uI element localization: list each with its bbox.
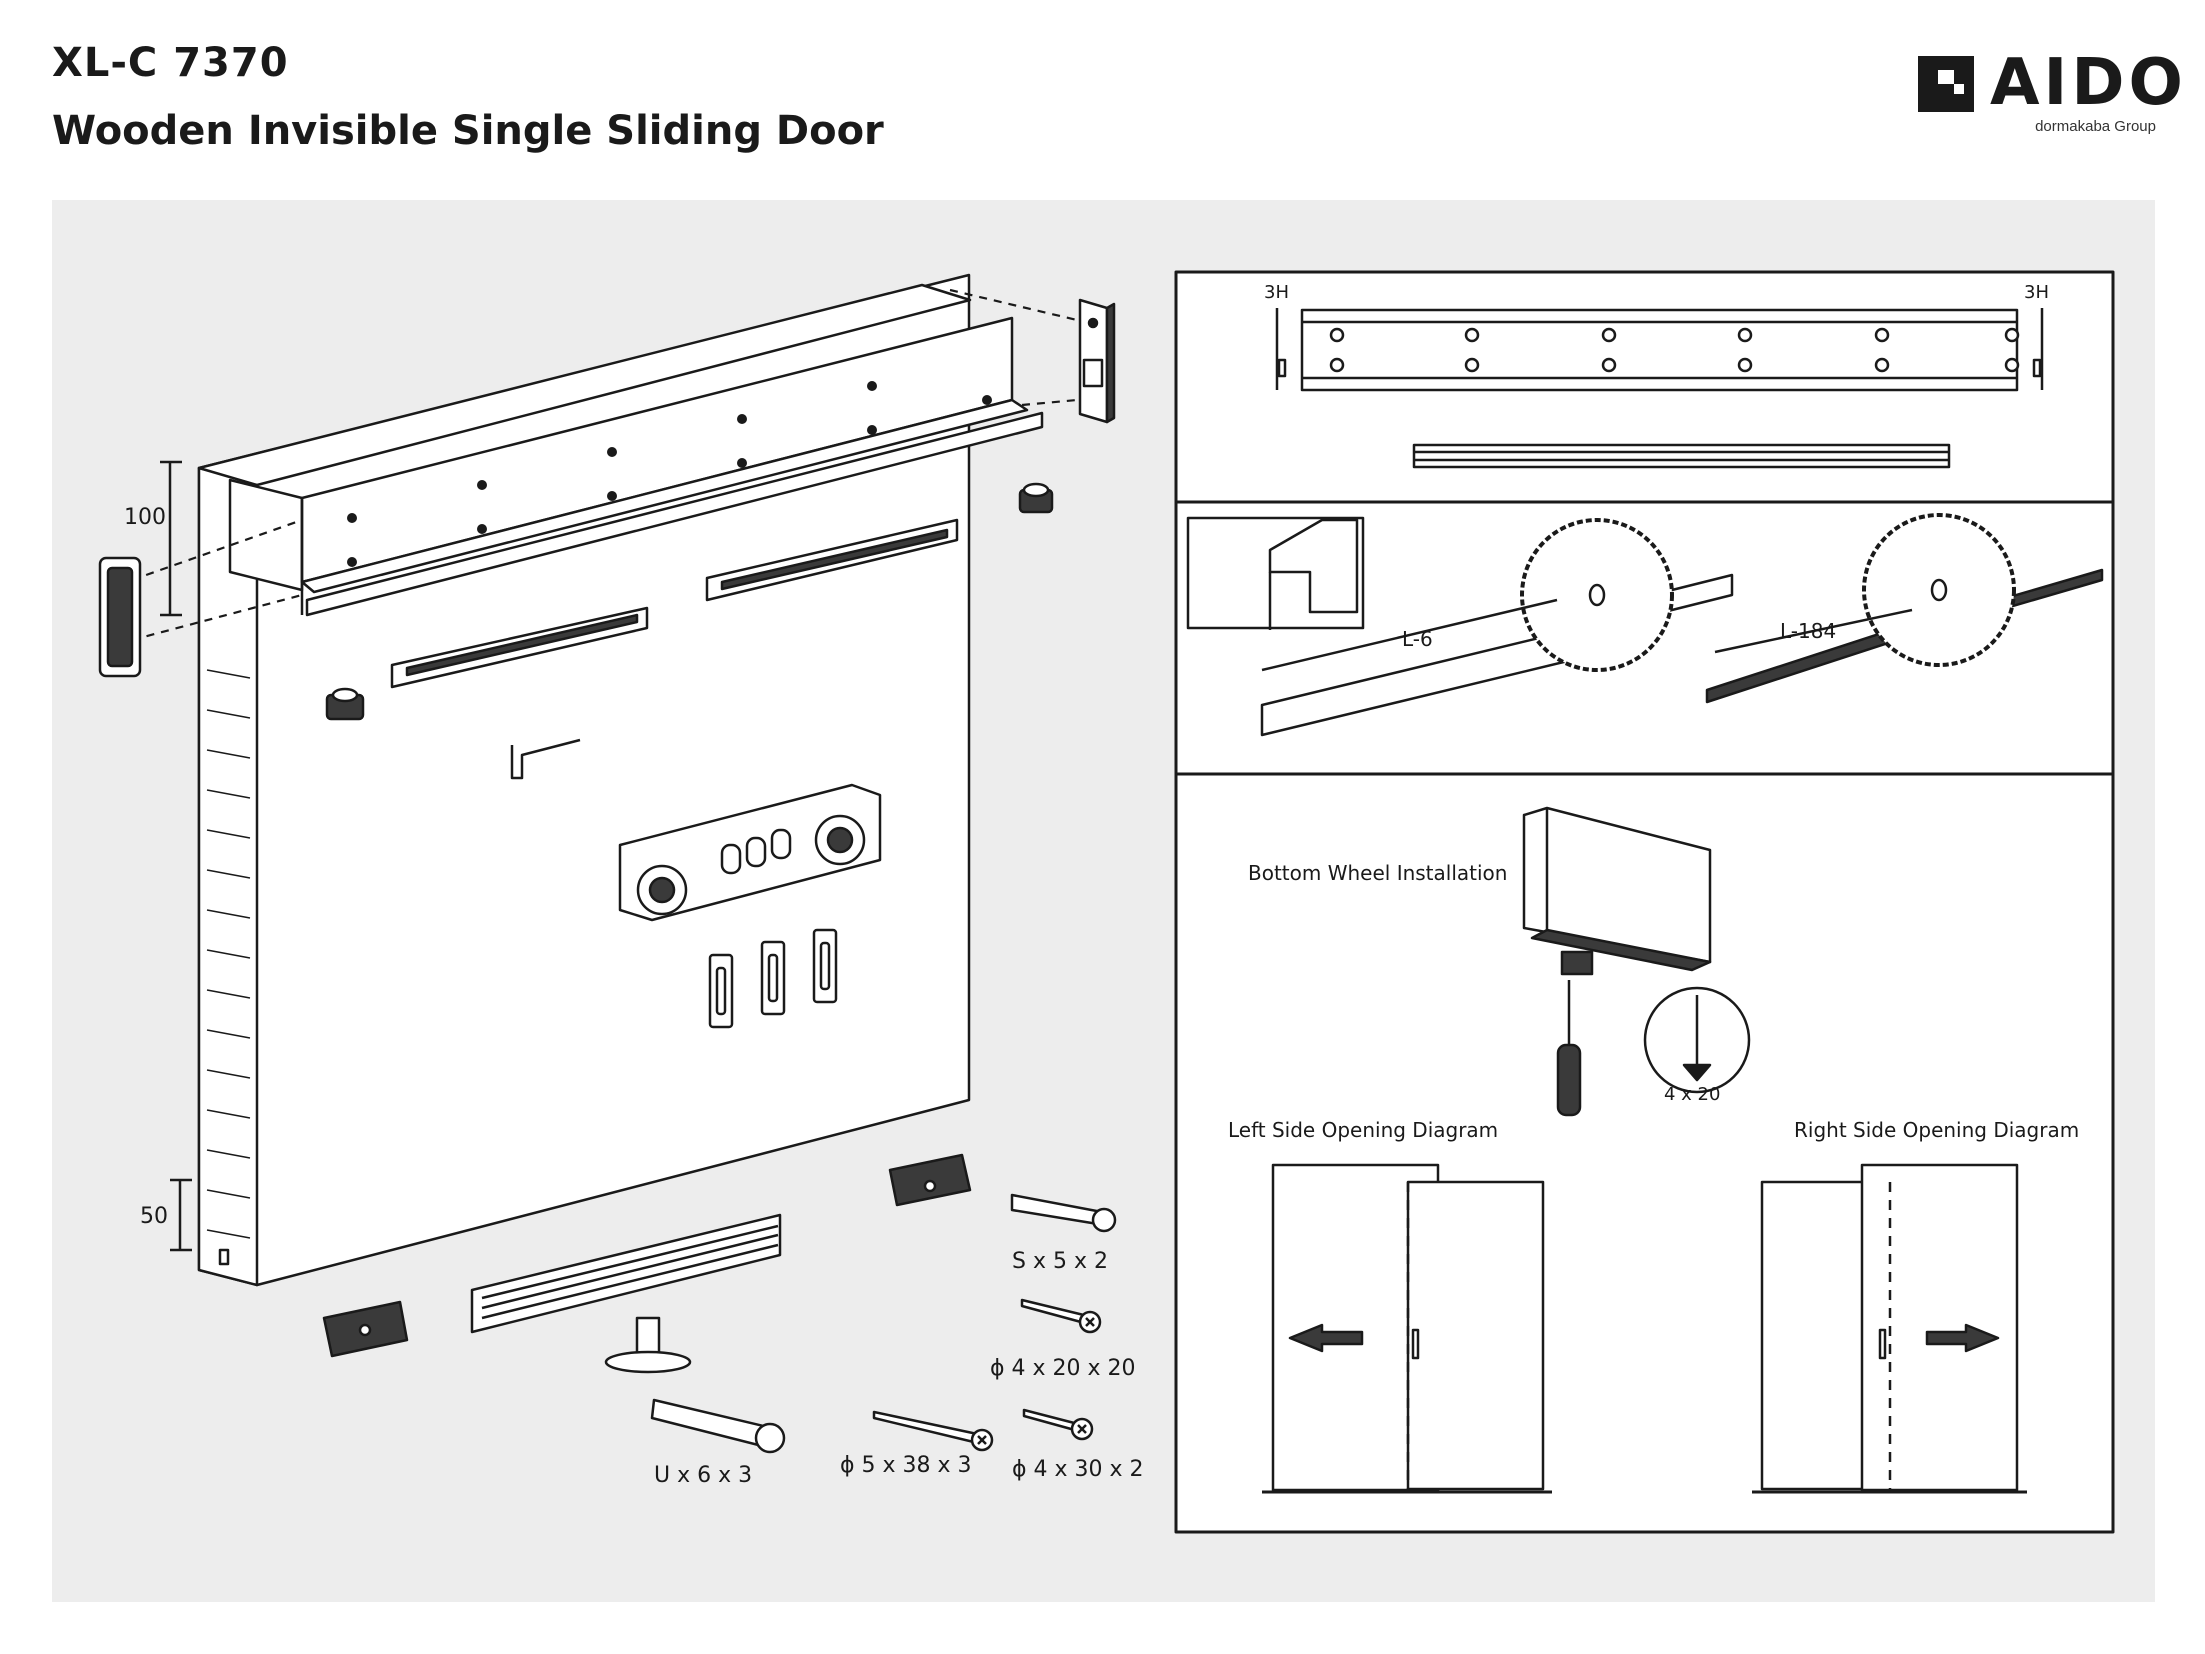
- label-screw-5x38x3: ϕ 5 x 38 x 3: [840, 1453, 972, 1478]
- screw-size-label: 4 x 20: [1664, 1084, 1720, 1105]
- screwdriver-icon: [1556, 980, 1582, 1117]
- screw-5x38x3-icon: [872, 1410, 994, 1452]
- dimension-bottom: [170, 1178, 192, 1252]
- saw-blade-left-icon: [1520, 518, 1674, 672]
- track-left-label: 3H: [1264, 282, 1289, 303]
- model-number: XL-C 7370: [52, 40, 289, 86]
- top-track: [300, 316, 1044, 617]
- bottom-rail: [470, 1213, 782, 1334]
- damper-right: [705, 518, 959, 602]
- end-bracket: [1078, 298, 1116, 424]
- saw-blade-right-icon: [1862, 513, 2016, 667]
- floor-guide-upper: [888, 1153, 972, 1207]
- floor-stop: [604, 1316, 692, 1374]
- door-assembly: 100 50: [98, 273, 1116, 1374]
- track-panel: [1275, 308, 2044, 469]
- door-edge: [197, 466, 259, 1287]
- track-right-label: 3H: [2024, 282, 2049, 303]
- screw-s-icon: [1010, 1193, 1117, 1233]
- right-opening-diagram: [1752, 1163, 2027, 1494]
- door-handle: [98, 556, 142, 678]
- screw-4x30x2-icon: [1022, 1408, 1094, 1441]
- stopper-upper: [1018, 482, 1054, 514]
- arrow-left-icon: [1288, 1323, 1364, 1353]
- left-diagram-title: Left Side Opening Diagram: [1228, 1118, 1498, 1142]
- stopper-middle: [325, 687, 365, 721]
- screw-4x20x20-icon: [1020, 1298, 1102, 1334]
- guide-lines: [131, 288, 1078, 642]
- brand-group: dormakaba Group: [2035, 118, 2156, 135]
- aido-square-mark-icon: [1918, 56, 1974, 112]
- anchor-u-icon: [650, 1398, 786, 1454]
- cut-panel: [1186, 513, 2104, 737]
- right-diagram-title: Right Side Opening Diagram: [1794, 1118, 2079, 1142]
- wheel-clips: [708, 928, 838, 1029]
- door-edge-grain: [206, 669, 251, 1239]
- hex-key-icon: [510, 738, 581, 780]
- fasteners: [650, 1193, 1117, 1454]
- product-name: Wooden Invisible Single Sliding Door: [52, 108, 884, 154]
- damper-left: [390, 606, 649, 689]
- roller-carriage: [618, 783, 882, 922]
- left-opening-diagram: [1262, 1163, 1552, 1494]
- label-screw-4x20x20: ϕ 4 x 20 x 20: [990, 1356, 1136, 1381]
- brand-name: AIDO: [1990, 46, 2187, 120]
- label-screw-4x30x2: ϕ 4 x 30 x 2: [1012, 1457, 1144, 1482]
- bottom-slot: [218, 1248, 230, 1266]
- bottom-wheel-figure: [1522, 806, 1751, 1117]
- floor-guide-lower: [322, 1300, 409, 1358]
- dimension-bottom-label: 50: [140, 1204, 168, 1229]
- brand-logo: AIDO dormakaba Group: [1918, 46, 2183, 135]
- dimension-top-label: 100: [124, 505, 166, 530]
- cut-track-label: L-6: [1402, 627, 1433, 651]
- arrow-right-icon: [1925, 1323, 2000, 1353]
- top-recess: [197, 283, 972, 487]
- cut-rail-label: L-184: [1780, 619, 1836, 643]
- bottom-wheel-title: Bottom Wheel Installation: [1248, 861, 1507, 885]
- label-anchor-u: U x 6 x 3: [654, 1463, 752, 1488]
- label-screw-s: S x 5 x 2: [1012, 1249, 1108, 1274]
- assembly-diagram: 100 50: [98, 270, 2115, 1534]
- title-block: XL-C 7370 Wooden Invisible Single Slidin…: [52, 40, 884, 154]
- dimension-top: [160, 460, 182, 617]
